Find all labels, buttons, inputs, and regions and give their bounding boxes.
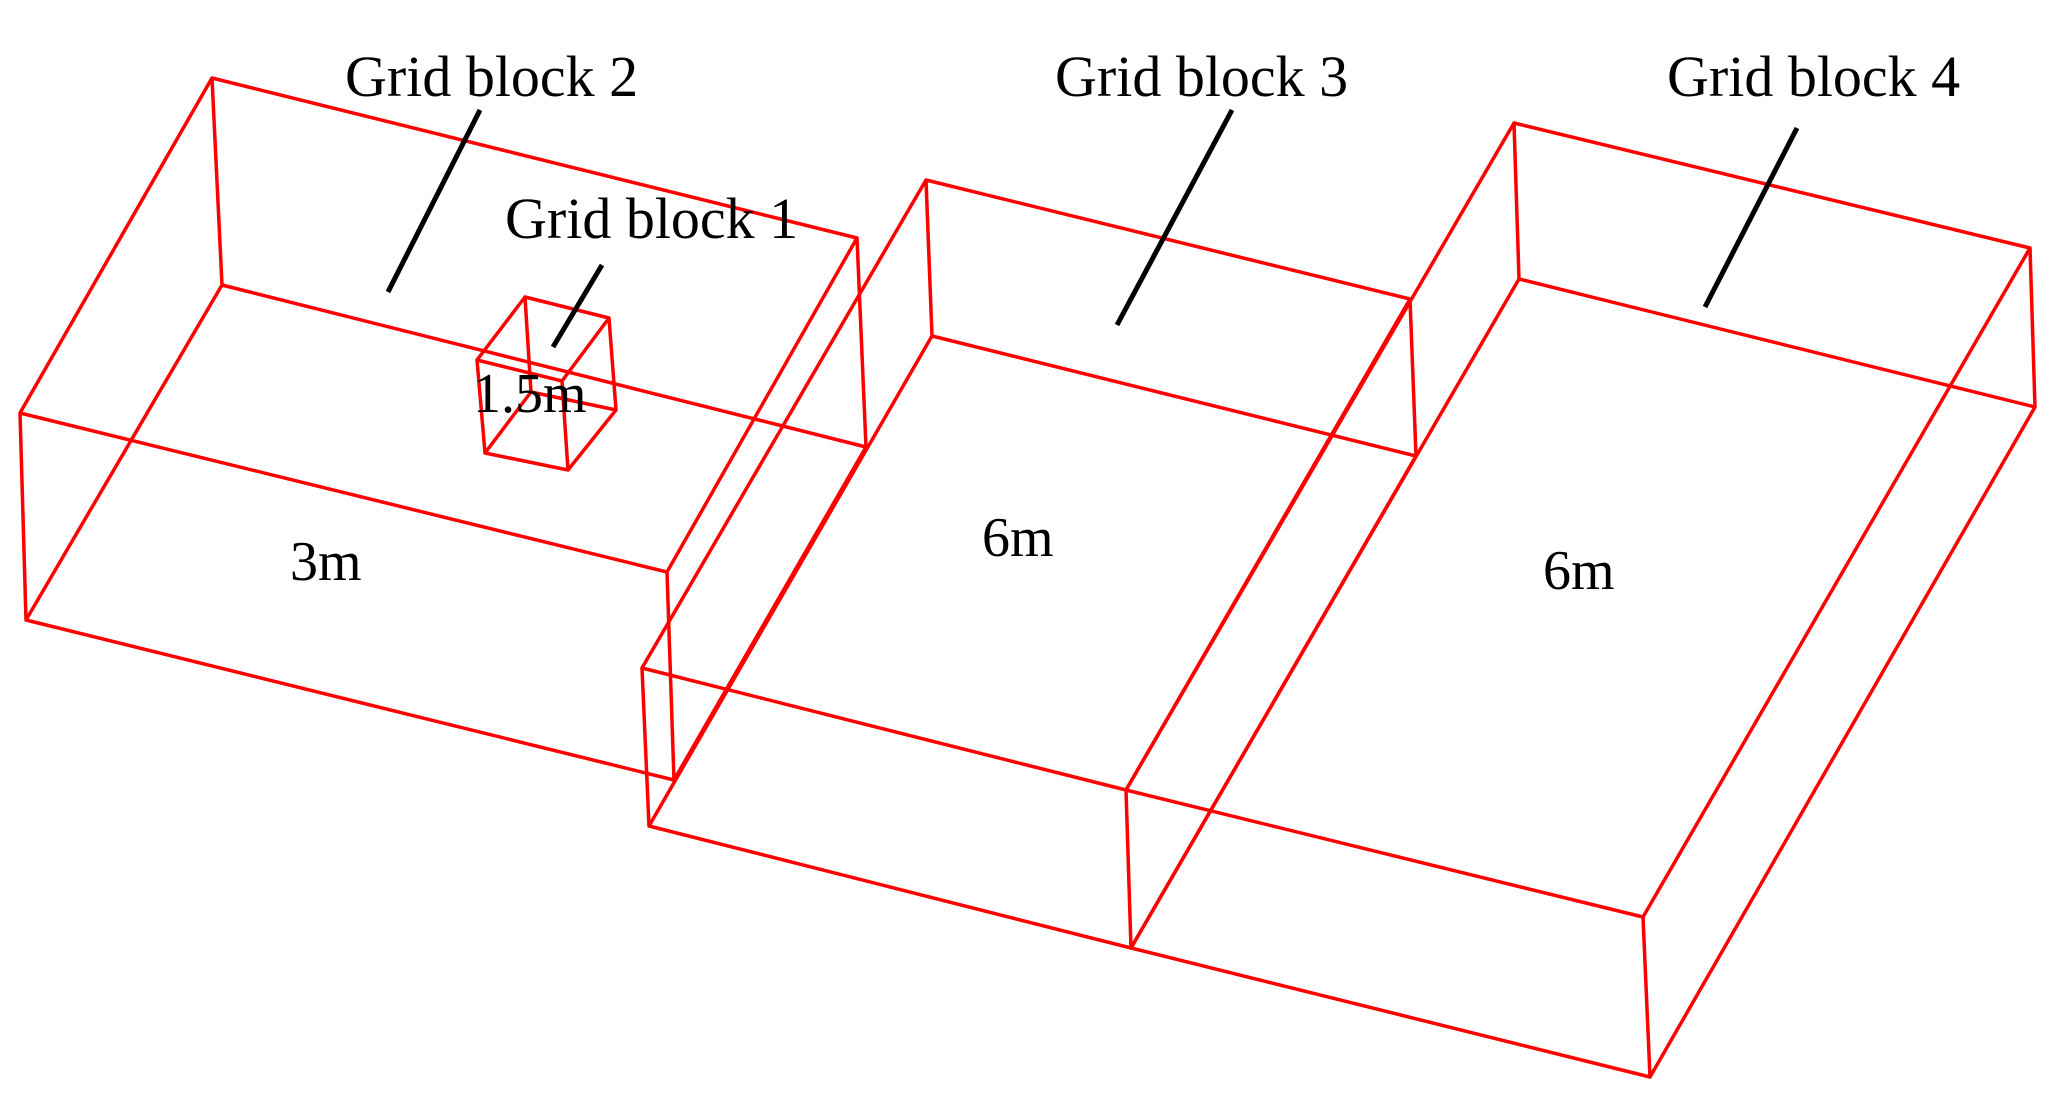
grid-block-1-label: Grid block 1 — [505, 186, 798, 251]
grid-block-2-leader — [385, 108, 483, 294]
grid-block-4-edges — [1124, 121, 2037, 1079]
grid-block-3-label: Grid block 3 — [1055, 44, 1348, 109]
grid-block-4-leader — [1702, 126, 1800, 309]
grid-block-1-dimension: 1.5m — [473, 363, 587, 425]
grid-block-3-leader — [1114, 108, 1235, 327]
grid-block-1-wireframe — [475, 295, 618, 472]
grid-block-1-leader — [550, 263, 605, 349]
grid-block-2-dimension: 3m — [290, 531, 362, 593]
grid-block-4-dimension: 6m — [1543, 540, 1615, 602]
grid-block-4-label: Grid block 4 — [1667, 44, 1960, 109]
grid-block-4-wireframe — [1124, 121, 2037, 1079]
grid-block-3-dimension: 6m — [982, 507, 1054, 569]
grid-block-1-edges — [475, 295, 618, 472]
grid-block-2-label: Grid block 2 — [345, 44, 638, 109]
